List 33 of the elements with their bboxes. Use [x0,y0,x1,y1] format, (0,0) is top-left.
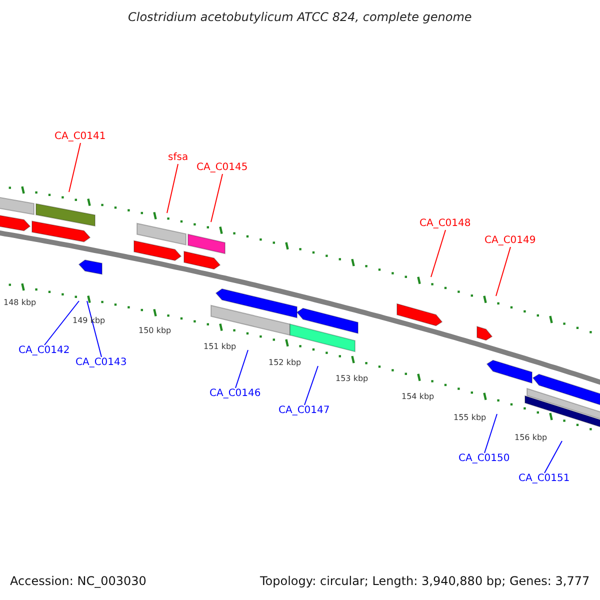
gene-label: CA_C0146 [210,388,261,400]
scale-label: 155 kbp [454,412,486,422]
scale-label: 154 kbp [402,392,434,401]
leader-line [304,366,318,406]
leader-line [68,142,81,192]
gene-label: CA_C0149 [484,235,536,246]
scale-label: 153 kbp [336,374,368,383]
gene-label: CA_C0141 [54,131,106,142]
gene-label: CA_C0142 [18,345,70,356]
gene-label: CA_C0143 [76,357,127,368]
gene-label: CA_C0148 [420,218,471,230]
leader-line [44,300,80,346]
gene-label: CA_C0145 [196,162,248,174]
gene-label: CA_C0147 [278,405,330,416]
leader-line [166,164,178,214]
gene-label: CA_C0150 [458,453,510,464]
scale-label: 148 kbp [4,298,36,307]
scale-label: 150 kbp [138,326,172,335]
leader-line [430,230,446,278]
gene-label: sfsa [168,152,188,164]
accession-label: Accession: NC_003030 [10,575,146,589]
leader-line [210,174,223,222]
leader-line [86,300,102,358]
leader-line [235,350,248,388]
scale-label: 156 kbp [514,432,548,442]
genome-summary: Topology: circular; Length: 3,940,880 bp; Genes: 3,777 [260,575,590,589]
scale-label: 152 kbp [268,358,302,367]
leader-line [484,414,498,454]
leader-line [496,246,511,296]
scale-label: 151 kbp [204,342,236,351]
title: Clostridium acetobutylicum ATCC 824, complete genome [128,11,472,25]
gene-label: CA_C0151 [518,473,570,484]
leader-line [544,440,562,474]
